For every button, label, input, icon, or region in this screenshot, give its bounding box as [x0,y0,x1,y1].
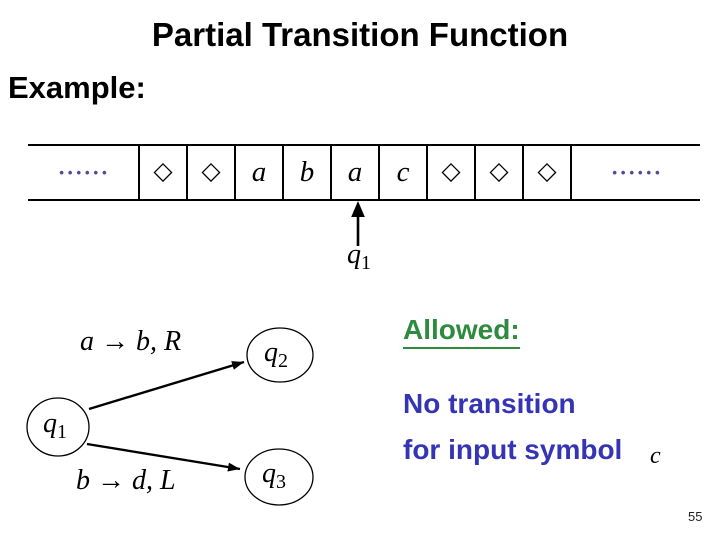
state-subscript: 2 [278,350,288,372]
tape-cell-ellipsis-right: •••••• [570,146,700,199]
note-text-line2: for input symbol [403,434,623,465]
transition-edge-q1-q3 [86,442,241,472]
tape-cell-blank: ◇ [474,146,522,199]
head-state-subscript: 1 [361,252,371,274]
note-input-symbol: c [650,443,661,469]
tape-cell-ellipsis-left: •••••• [59,165,111,180]
example-label: Example: [8,70,146,105]
tape-cell-symbol: b [282,146,330,199]
tape-cell-blank: ◇ [522,146,570,199]
head-state-letter: q [347,239,361,270]
tape-head-state-label: q1 [347,239,371,274]
transition-edge-q1-q2 [88,360,245,411]
tape-cell-symbol: a [234,146,282,199]
state-letter: q [262,458,276,489]
state-circle-q3 [244,448,314,506]
transition-label-q1-q3: b → d, L [76,465,176,496]
state-label-q1: q1 [43,408,67,443]
page-number: 55 [688,509,703,524]
tape-cell-symbol: c [378,146,426,199]
state-subscript: 1 [57,421,67,443]
slide-title: Partial Transition Function [151,16,569,53]
tape-head-arrow-icon [351,201,365,246]
state-circle-q1 [26,397,90,457]
tape-cell-symbol: a [330,146,378,199]
state-letter: q [264,337,278,368]
turing-machine-tape: •••••• ◇ ◇ a b a c ◇ ◇ ◇ •••••• [28,144,700,201]
state-circle-q2 [246,327,314,383]
state-transition-diagram [26,327,314,506]
state-letter: q [43,408,57,439]
state-subscript: 3 [276,471,286,493]
allowed-heading: Allowed: [403,316,520,349]
note-text-line1: No transition [403,388,576,419]
transition-label-q1-q2: a → b, R [80,326,182,357]
tape-cell-blank: ◇ [186,146,234,199]
state-label-q3: q3 [262,458,286,493]
tape-cell-blank: ◇ [138,146,186,199]
state-label-q2: q2 [264,337,288,372]
tape-cell-blank: ◇ [426,146,474,199]
